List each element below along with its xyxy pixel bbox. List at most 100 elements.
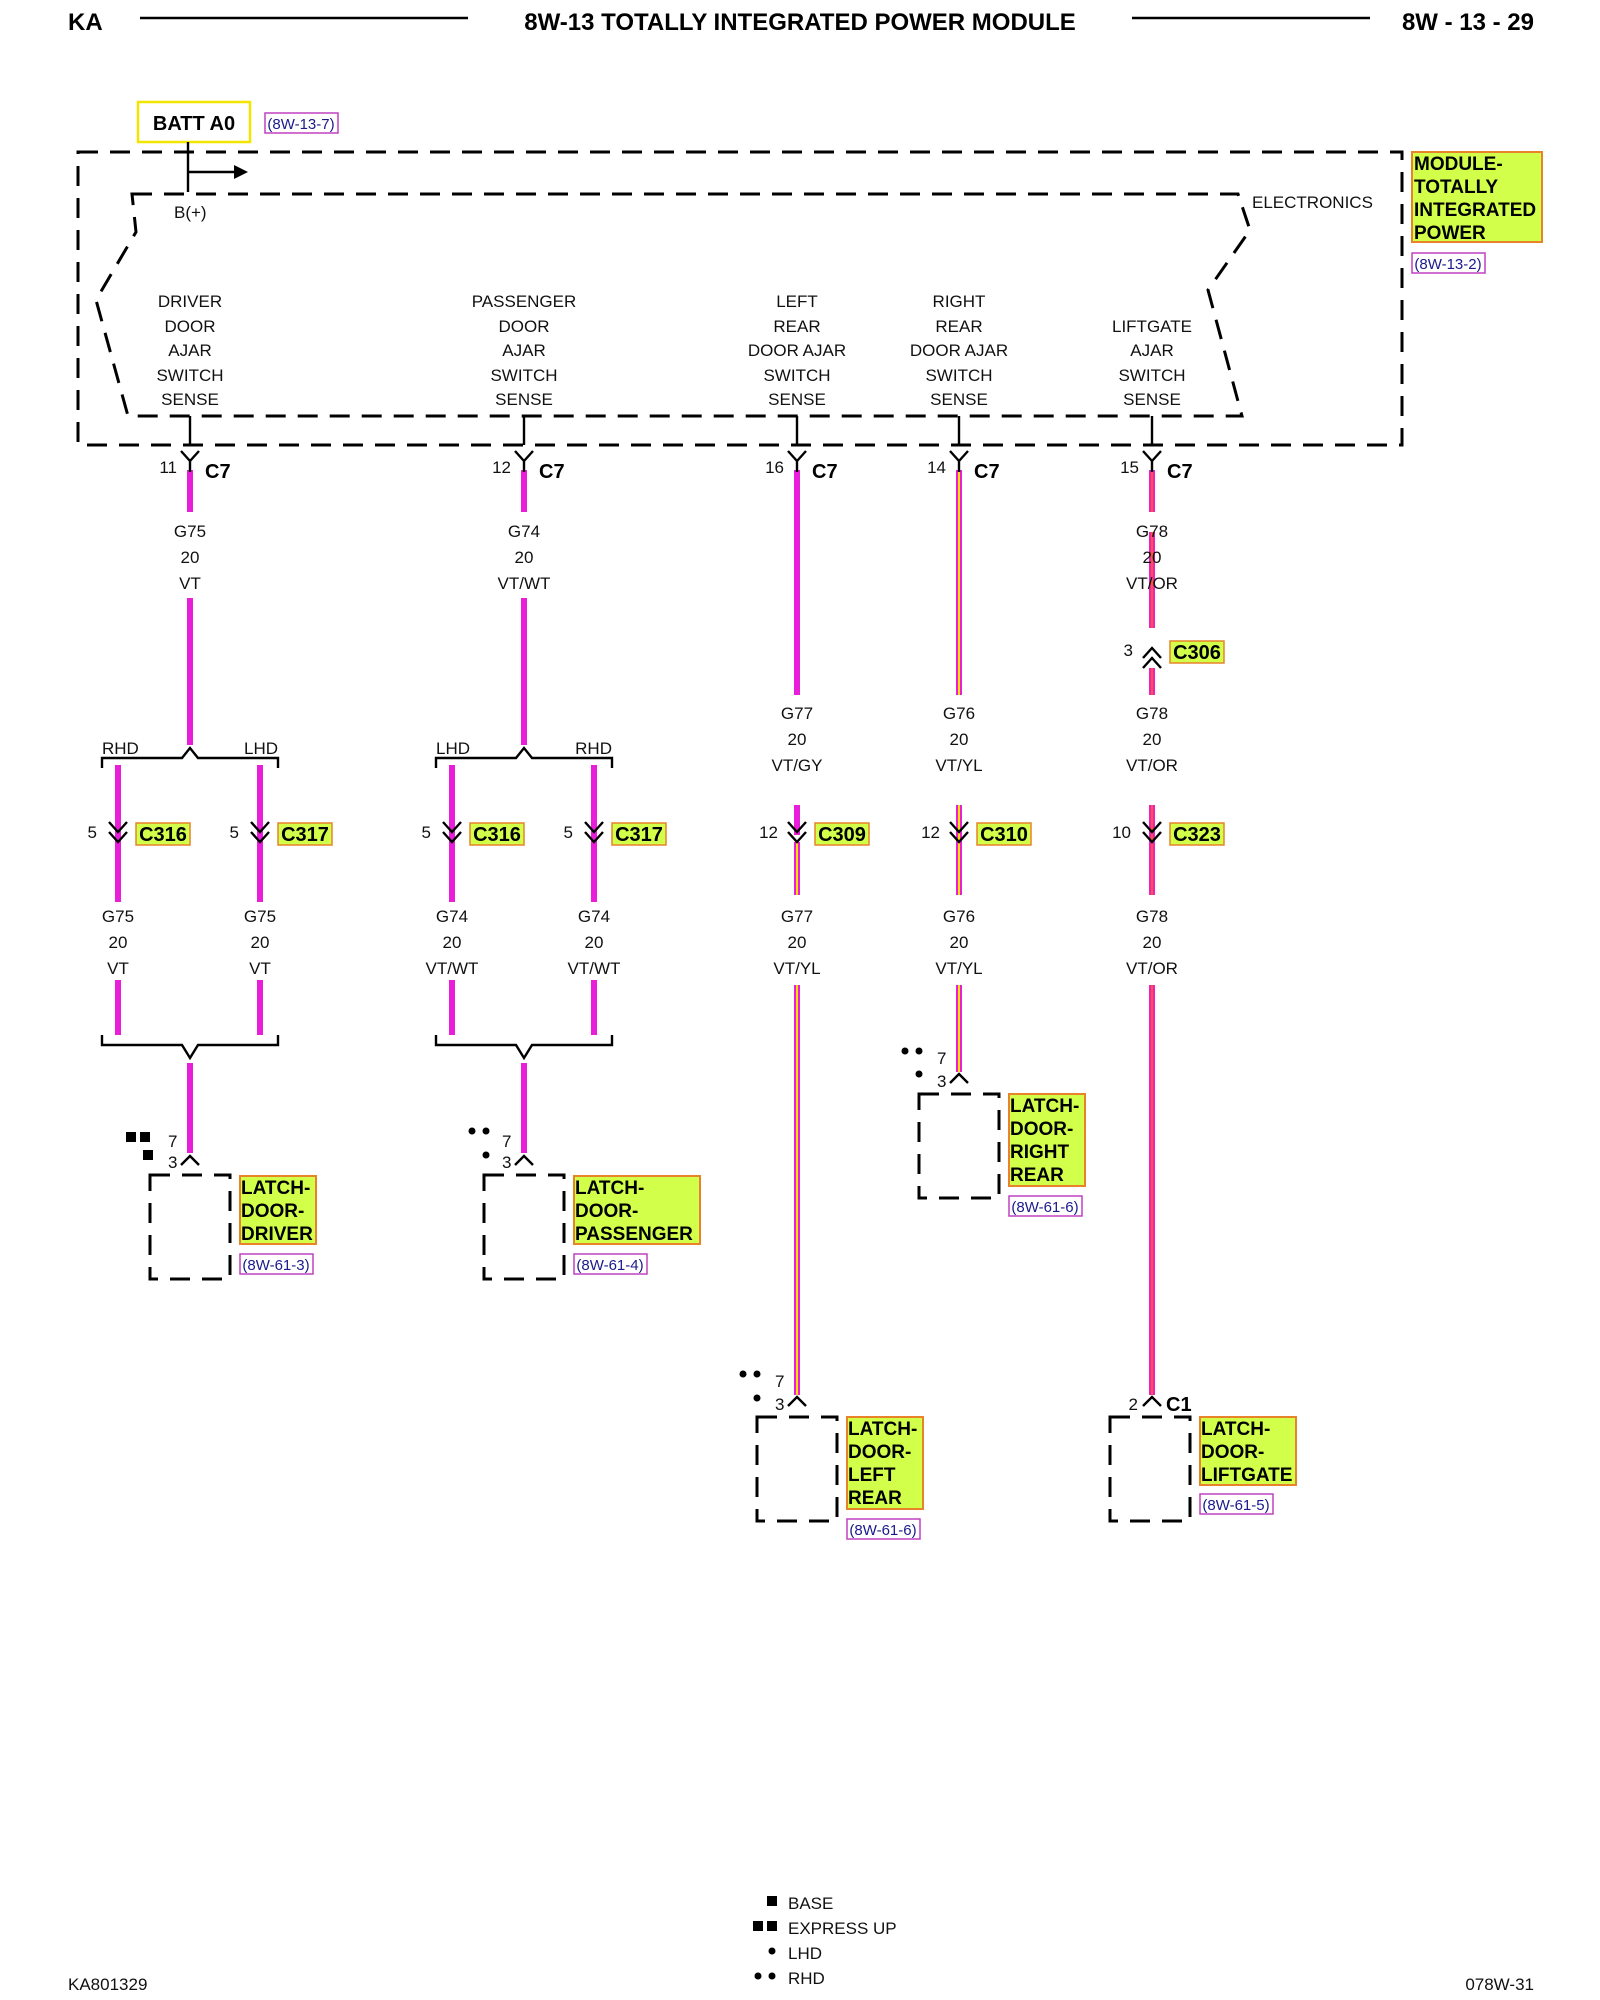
svg-text:7: 7	[937, 1049, 946, 1068]
svg-text:DRIVER: DRIVER	[158, 292, 222, 311]
lhd-icon	[753, 1394, 761, 1402]
svg-text:7: 7	[775, 1372, 784, 1391]
svg-text:INTEGRATED: INTEGRATED	[1414, 200, 1536, 221]
svg-text:G76: G76	[943, 907, 975, 926]
connector-c309-label: C309	[818, 824, 866, 846]
svg-text:VT/GY: VT/GY	[771, 756, 822, 775]
wires	[115, 470, 1155, 1395]
svg-text:G75: G75	[244, 907, 276, 926]
svg-text:VT/YL: VT/YL	[773, 959, 820, 978]
svg-text:LHD: LHD	[244, 739, 278, 758]
latch-door-passenger: 7 3 LATCH- DOOR- PASSENGER (8W-61-4)	[468, 1127, 701, 1281]
connector-c317-label: C317	[615, 824, 663, 846]
svg-text:20: 20	[950, 933, 969, 952]
svg-text:3: 3	[502, 1153, 511, 1172]
svg-text:SWITCH: SWITCH	[1118, 366, 1185, 385]
rhd-icon	[768, 1972, 776, 1980]
header-page-number: 8W - 13 - 29	[1402, 9, 1534, 36]
svg-text:LEFT: LEFT	[776, 292, 818, 311]
connector-label: C7	[539, 461, 565, 483]
latch-right-rear-ref[interactable]: (8W-61-6)	[1008, 1195, 1083, 1217]
lhd-icon	[768, 1947, 776, 1955]
latch-door-right-rear: 7 3 LATCH- DOOR- RIGHT REAR (8W-61-6)	[901, 1047, 1086, 1217]
pin-label: 14	[927, 458, 946, 477]
svg-text:2: 2	[1129, 1395, 1138, 1414]
latch-left-rear-ref[interactable]: (8W-61-6)	[846, 1518, 921, 1540]
rhd-icon	[753, 1370, 761, 1378]
connector-symbols	[100, 450, 1162, 1407]
svg-text:REAR: REAR	[935, 317, 982, 336]
pin-label: 3	[1124, 641, 1133, 660]
svg-text:VT/WT: VT/WT	[498, 574, 551, 593]
pin-label: 12	[492, 458, 511, 477]
base-icon	[767, 1896, 777, 1906]
svg-text:(8W-13-2): (8W-13-2)	[1414, 256, 1481, 273]
module-ref[interactable]: (8W-13-2)	[1411, 252, 1486, 274]
svg-text:20: 20	[1143, 548, 1162, 567]
batt-ref[interactable]: (8W-13-7)	[264, 112, 339, 134]
connector-labels: 11 C7 12 C7 16 C7 14 C7 15 C7 3 C306 5 C…	[88, 458, 1225, 846]
pin-label: 15	[1120, 458, 1139, 477]
svg-text:DOOR-: DOOR-	[1201, 1442, 1264, 1463]
svg-text:G78: G78	[1136, 522, 1168, 541]
connector-c306-label: C306	[1173, 642, 1221, 664]
express-up-icon	[767, 1921, 777, 1931]
svg-text:DRIVER: DRIVER	[241, 1224, 313, 1245]
connector-label: C7	[205, 461, 231, 483]
latch-door-liftgate: 2 C1 LATCH- DOOR- LIFTGATE (8W-61-5)	[1108, 1394, 1297, 1523]
latch-passenger-ref[interactable]: (8W-61-4)	[573, 1253, 648, 1275]
svg-text:SWITCH: SWITCH	[763, 366, 830, 385]
latch-door-driver: 7 3 LATCH- DOOR- DRIVER (8W-61-3)	[126, 1132, 317, 1281]
sense-right-rear: RIGHT REAR DOOR AJAR SWITCH SENSE	[910, 292, 1008, 409]
svg-text:(8W-61-4): (8W-61-4)	[576, 1257, 643, 1274]
svg-text:5: 5	[88, 823, 97, 842]
svg-text:POWER: POWER	[1414, 223, 1486, 244]
connector-c310-label: C310	[980, 824, 1028, 846]
svg-text:RIGHT: RIGHT	[1010, 1142, 1070, 1163]
rhd-icon	[901, 1047, 909, 1055]
svg-text:20: 20	[443, 933, 462, 952]
svg-text:VT/OR: VT/OR	[1126, 756, 1178, 775]
svg-text:(8W-61-5): (8W-61-5)	[1202, 1497, 1269, 1514]
sense-left-rear: LEFT REAR DOOR AJAR SWITCH SENSE	[748, 292, 846, 409]
svg-text:SWITCH: SWITCH	[490, 366, 557, 385]
latch-liftgate-ref[interactable]: (8W-61-5)	[1199, 1493, 1274, 1515]
arrow-right-icon	[234, 165, 248, 179]
svg-text:AJAR: AJAR	[168, 341, 211, 360]
svg-text:20: 20	[788, 933, 807, 952]
rhd-icon	[468, 1127, 476, 1135]
legend-lhd: LHD	[788, 1944, 822, 1963]
svg-text:G74: G74	[578, 907, 610, 926]
svg-text:G78: G78	[1136, 907, 1168, 926]
connector-label: C7	[812, 461, 838, 483]
svg-text:SENSE: SENSE	[161, 390, 219, 409]
svg-text:PASSENGER: PASSENGER	[472, 292, 577, 311]
b-plus-label: B(+)	[174, 203, 207, 222]
svg-text:LATCH-: LATCH-	[575, 1178, 644, 1199]
svg-text:(8W-61-3): (8W-61-3)	[242, 1257, 309, 1274]
svg-text:AJAR: AJAR	[502, 341, 545, 360]
svg-text:VT/OR: VT/OR	[1126, 574, 1178, 593]
footer-code-left: KA801329	[68, 1975, 147, 1994]
svg-text:DOOR-: DOOR-	[575, 1201, 638, 1222]
svg-text:TOTALLY: TOTALLY	[1414, 177, 1498, 198]
svg-text:20: 20	[181, 548, 200, 567]
svg-text:5: 5	[422, 823, 431, 842]
page-title: 8W-13 TOTALLY INTEGRATED POWER MODULE	[524, 9, 1076, 36]
latch-driver-ref[interactable]: (8W-61-3)	[239, 1253, 314, 1275]
svg-text:20: 20	[950, 730, 969, 749]
footer-code-right: 078W-31	[1465, 1975, 1534, 1994]
svg-text:20: 20	[1143, 730, 1162, 749]
svg-text:SENSE: SENSE	[768, 390, 826, 409]
legend-rhd: RHD	[788, 1969, 825, 1988]
rhd-icon	[482, 1127, 490, 1135]
svg-text:20: 20	[251, 933, 270, 952]
batt-a0: BATT A0 (8W-13-7) B(+)	[136, 100, 339, 222]
svg-text:3: 3	[775, 1395, 784, 1414]
base-icon	[140, 1132, 150, 1142]
svg-text:RHD: RHD	[102, 739, 139, 758]
svg-text:20: 20	[1143, 933, 1162, 952]
svg-text:RHD: RHD	[575, 739, 612, 758]
connector-c323-label: C323	[1173, 824, 1221, 846]
